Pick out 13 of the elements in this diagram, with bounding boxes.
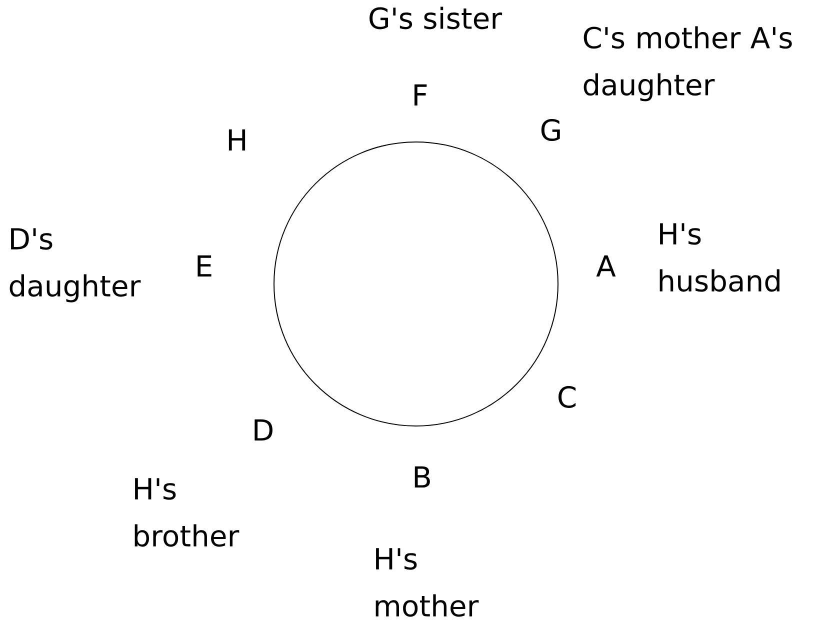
label: H (228, 129, 246, 151)
label: D's daughter (10, 228, 141, 302)
label: C's mother A's daughter (584, 26, 792, 102)
label: H's mother (376, 548, 479, 617)
label: E (198, 255, 212, 277)
label: G's sister (370, 6, 502, 30)
label: H's husband (660, 223, 780, 292)
label: H's brother (134, 478, 240, 547)
label: D (254, 419, 272, 441)
label: B (414, 466, 430, 488)
label: A (596, 255, 616, 277)
label: F (414, 84, 427, 106)
circle (274, 142, 558, 426)
